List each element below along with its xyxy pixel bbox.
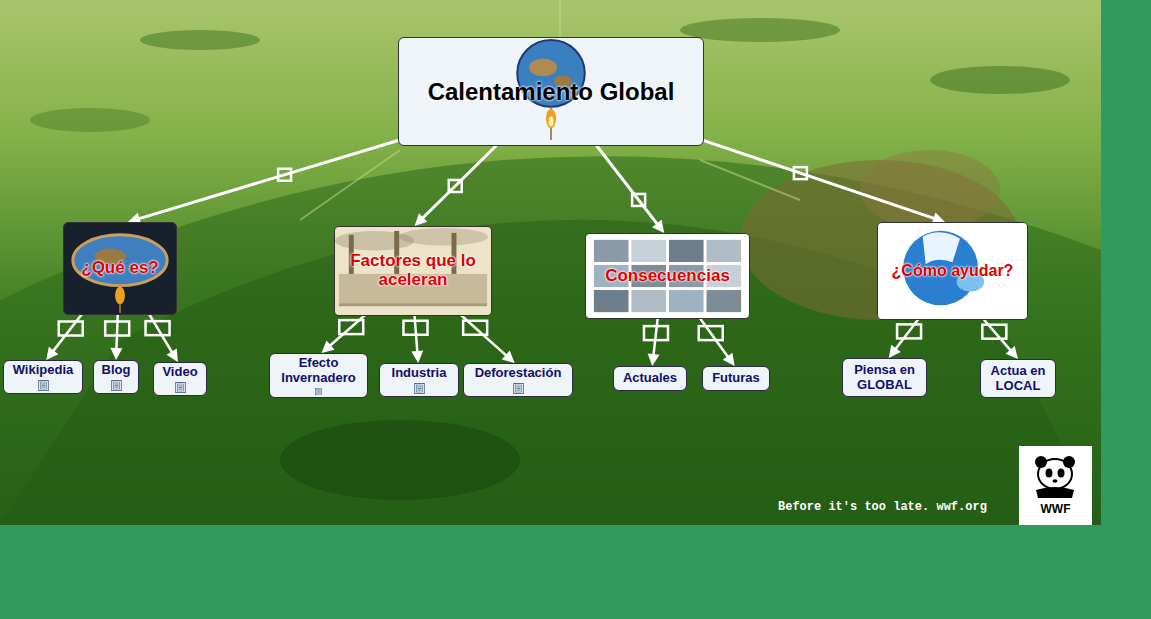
node-text: Factores que lo aceleran bbox=[341, 252, 485, 289]
link-icon bbox=[110, 380, 123, 391]
leaf-box: Futuras bbox=[702, 366, 770, 391]
link-icon bbox=[413, 383, 426, 394]
branch-box: ¿Qué es? bbox=[63, 222, 177, 315]
connector-arrow bbox=[415, 146, 496, 226]
connector-arrow bbox=[46, 315, 83, 360]
node-text: Actuales bbox=[623, 371, 677, 386]
connector-arrow bbox=[462, 316, 515, 363]
connector-arrow bbox=[403, 316, 427, 363]
node-text: ¿Cómo ayudar? bbox=[892, 262, 1014, 280]
node-text: Wikipedia bbox=[13, 363, 74, 378]
connector-arrow bbox=[105, 315, 129, 360]
leaf-box: Wikipedia bbox=[3, 360, 83, 394]
connector-arrow bbox=[644, 319, 668, 366]
branch-box: Factores que lo aceleran bbox=[334, 226, 492, 316]
node-text: Blog bbox=[102, 363, 131, 378]
link-icon bbox=[312, 388, 325, 395]
node-text: Consecuencias bbox=[605, 267, 730, 286]
link-icon bbox=[37, 380, 50, 391]
leaf-box: Efecto Invernadero bbox=[269, 353, 368, 398]
node-text: Industria bbox=[392, 366, 447, 381]
node-text: Calentamiento Global bbox=[428, 78, 675, 106]
logo-text: WWF bbox=[1019, 502, 1092, 516]
leaf-box: Industria bbox=[379, 363, 459, 397]
connector-arrow bbox=[699, 319, 735, 366]
watermark-text: Before it's too late. wwf.org bbox=[778, 500, 987, 514]
leaf-box: Video bbox=[153, 362, 207, 396]
topic-box: Calentamiento Global bbox=[398, 37, 704, 146]
node-text: Efecto Invernadero bbox=[276, 356, 361, 386]
connector-arrow bbox=[128, 141, 398, 225]
leaf-box: Piensa en GLOBAL bbox=[842, 358, 927, 397]
leaf-box: Actuales bbox=[613, 366, 687, 391]
connector-arrow bbox=[146, 315, 178, 362]
node-text: ¿Qué es? bbox=[81, 259, 158, 278]
leaf-box: Deforestación bbox=[463, 363, 573, 397]
connector-arrow bbox=[597, 146, 664, 233]
connector-arrow bbox=[889, 320, 921, 358]
connector-arrow bbox=[704, 141, 945, 224]
node-text: Deforestación bbox=[475, 366, 562, 381]
branch-box: ¿Cómo ayudar? bbox=[877, 222, 1028, 320]
link-icon bbox=[512, 383, 525, 394]
node-text: Piensa en GLOBAL bbox=[849, 363, 920, 393]
link-icon bbox=[174, 382, 187, 393]
node-text: Actua en LOCAL bbox=[987, 364, 1049, 394]
node-text: Futuras bbox=[712, 371, 760, 386]
leaf-box: Blog bbox=[93, 360, 139, 394]
leaf-box: Actua en LOCAL bbox=[980, 359, 1056, 398]
connector-arrow bbox=[982, 320, 1018, 359]
connector-arrow bbox=[321, 316, 364, 353]
node-text: Video bbox=[162, 365, 197, 380]
branch-box: Consecuencias bbox=[585, 233, 750, 319]
